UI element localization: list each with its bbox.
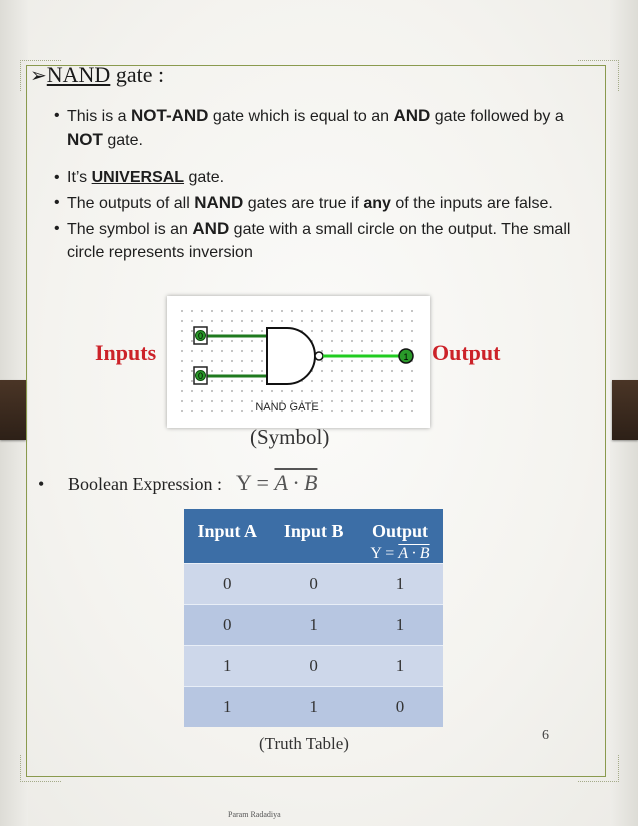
bullet-text: gate which is equal to an	[208, 108, 394, 125]
bullet-emphasis: NOT	[67, 130, 103, 149]
bullet-emphasis: NAND	[194, 193, 244, 212]
header-output: Output Y = A · B	[356, 509, 443, 564]
formula-lhs: Y =	[235, 470, 275, 495]
input-value-a: 0	[198, 331, 203, 341]
header-input-b: Input B	[270, 509, 357, 564]
nand-gate-diagram: 0 0 1 NAND GATE	[167, 296, 430, 428]
bullet-emphasis: any	[363, 195, 391, 212]
table-cell: 0	[270, 645, 357, 687]
header-input-a: Input A	[184, 509, 271, 564]
bullet-text: gate.	[102, 132, 143, 149]
bullet-text: gate followed by a	[430, 108, 564, 125]
bullet-text: gate with a small circle on the output. …	[67, 221, 571, 261]
input-switch-a: 0	[193, 326, 208, 345]
section-heading: ➢NAND gate :	[30, 62, 164, 88]
inversion-bubble	[314, 351, 324, 361]
nand-gate-svg: 0 0 1 NAND GATE	[177, 304, 420, 416]
table-cell: 1	[356, 563, 443, 605]
bullet-text: of the inputs are false.	[390, 195, 553, 212]
header-output-label: Output	[371, 521, 428, 541]
bullet-item: The symbol is an AND gate with a small c…	[54, 217, 574, 264]
footer-author: Param Radadiya	[228, 810, 281, 819]
left-binder-tab	[0, 380, 26, 440]
bullet-text: The outputs of all	[67, 195, 195, 212]
frame-corner-bottom-left	[20, 755, 61, 782]
right-binder-tab	[612, 380, 638, 440]
formula-rhs: A · B	[274, 470, 318, 495]
output-label: Output	[432, 340, 501, 365]
heading-suffix: gate :	[110, 62, 165, 87]
bullet-emphasis: AND	[393, 106, 431, 125]
truth-table-caption: (Truth Table)	[259, 734, 349, 753]
symbol-caption: (Symbol)	[250, 425, 330, 449]
arrow-bullet-icon: ➢	[30, 65, 47, 87]
header-output-formula: Y = A · B	[361, 545, 439, 563]
bullet-list-1: This is a NOT-AND gate which is equal to…	[54, 104, 574, 152]
frame-corner-top-right	[578, 60, 619, 91]
formula-rhs: A · B	[398, 545, 430, 562]
bullet-text: gate.	[184, 169, 225, 186]
frame-corner-top-left	[20, 60, 61, 91]
gate-caption: NAND GATE	[255, 401, 318, 413]
bullet-emphasis: AND	[192, 219, 230, 238]
frame-corner-bottom-right	[578, 755, 619, 782]
content-frame	[26, 65, 606, 777]
bullet-text: It’s	[67, 169, 92, 186]
boolean-label: Boolean Expression :	[68, 474, 222, 494]
table-cell: 1	[356, 645, 443, 687]
bullet-item: It’s UNIVERSAL gate.	[54, 166, 574, 189]
table-cell: 1	[270, 604, 357, 646]
boolean-expression: • Boolean Expression : Y = A · B	[38, 470, 317, 496]
bullet-list-2: It’s UNIVERSAL gate. The outputs of all …	[54, 166, 574, 266]
formula-lhs: Y =	[370, 545, 399, 562]
table-cell: 1	[270, 686, 357, 727]
table-cell: 0	[184, 563, 271, 605]
bullet-item: This is a NOT-AND gate which is equal to…	[54, 104, 574, 152]
output-value: 1	[403, 352, 408, 362]
input-value-b: 0	[198, 371, 203, 381]
bullet-text: The symbol is an	[67, 221, 193, 238]
table-cell: 0	[270, 563, 357, 605]
boolean-formula: Y = A · B	[236, 470, 317, 495]
bullet-text: This is a	[67, 108, 132, 125]
and-gate-body	[266, 327, 316, 385]
table-header-row: Input A Input B Output Y = A · B	[184, 509, 443, 564]
bullet-text: gates are true if	[243, 195, 364, 212]
table-cell: 0	[356, 686, 443, 727]
input-switch-b: 0	[193, 366, 208, 385]
table-cell: 1	[184, 645, 271, 687]
heading-title: NAND	[46, 62, 111, 87]
table-cell: 0	[184, 604, 271, 646]
output-led: 1	[398, 348, 414, 364]
inputs-label: Inputs	[95, 340, 157, 365]
bullet-emphasis: UNIVERSAL	[91, 169, 185, 186]
bullet-item: The outputs of all NAND gates are true i…	[54, 191, 574, 215]
boolean-bullet: •	[38, 474, 45, 494]
bullet-emphasis: NOT-AND	[131, 106, 209, 125]
table-cell: 1	[356, 604, 443, 646]
table-cell: 1	[184, 686, 271, 727]
page-number: 6	[542, 728, 549, 743]
